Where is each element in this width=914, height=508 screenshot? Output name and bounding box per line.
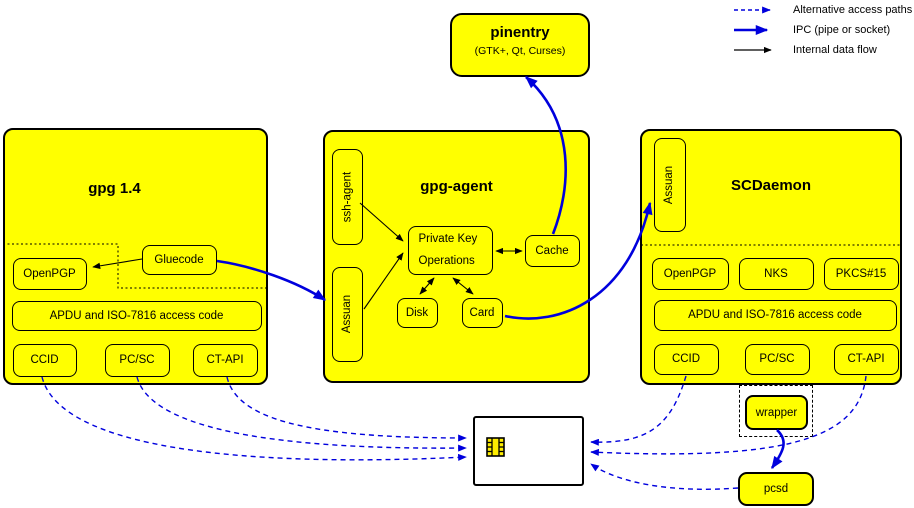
scdaemon-box: SCDaemon Assuan OpenPGP NKS PKCS#15 APDU… (640, 129, 902, 385)
gpg-agent-assuan-label: Assuan (341, 294, 354, 334)
scdaemon-ccid-label: CCID (671, 353, 701, 365)
ssh-agent-label: ssh-agent (341, 171, 354, 222)
pcsd-label: pcsd (763, 483, 789, 495)
gpg14-pcsc-box: PC/SC (104, 343, 170, 377)
alt-gpg14-pcsc-to-card (136, 376, 467, 452)
card-box: Card (461, 297, 503, 328)
scdaemon-pkcs15-box: PKCS#15 (823, 257, 899, 290)
pinentry-subtitle: (GTK+, Qt, Curses) (474, 45, 566, 57)
cache-label: Cache (535, 244, 569, 257)
pinentry-title: pinentry (490, 24, 550, 41)
scdaemon-assuan-box: Assuan (653, 137, 686, 232)
scdaemon-pcsc-label: PC/SC (759, 353, 795, 365)
pko-line2: Operations (418, 255, 475, 267)
gpg14-title: gpg 1.4 (88, 180, 141, 197)
disk-label: Disk (405, 306, 429, 319)
gpg-agent-ssh-agent-box: ssh-agent (331, 148, 363, 245)
scdaemon-apdu-box: APDU and ISO-7816 access code (653, 299, 897, 331)
alt-scdaemon-ccid-to-card (590, 375, 687, 446)
gpg14-gluecode-box: Gluecode (141, 244, 217, 275)
private-key-operations-box: Private Key Operations (407, 225, 493, 275)
gpg14-ctapi-label: CT-API (206, 354, 244, 366)
wrapper-box: wrapper (745, 395, 808, 430)
card-label: Card (469, 306, 495, 319)
scdaemon-ccid-box: CCID (653, 343, 719, 375)
gpg-agent-title: gpg-agent (420, 178, 493, 195)
smartcard-chip-icon (486, 437, 505, 457)
gpg14-openpgp-box: OpenPGP (12, 257, 87, 290)
scdaemon-title: SCDaemon (730, 177, 812, 194)
legend: Alternative access paths IPC (pipe or so… (733, 0, 912, 60)
legend-row-internal: Internal data flow (733, 40, 912, 60)
cache-box: Cache (524, 234, 580, 267)
scdaemon-nks-label: NKS (764, 267, 788, 280)
scdaemon-nks-box: NKS (738, 257, 814, 290)
scdaemon-pkcs15-label: PKCS#15 (835, 267, 887, 280)
wrapper-label: wrapper (755, 406, 798, 419)
gpg14-box: gpg 1.4 OpenPGP Gluecode APDU and ISO-78… (3, 128, 268, 385)
legend-label: Alternative access paths (793, 4, 913, 16)
scdaemon-ctapi-box: CT-API (833, 343, 899, 375)
ipc-arrow-icon (734, 25, 769, 35)
gpg14-apdu-box: APDU and ISO-7816 access code (11, 300, 262, 331)
alt-gpg14-ctapi-to-card (226, 376, 467, 442)
internal-arrow-icon (734, 46, 772, 54)
scdaemon-apdu-label: APDU and ISO-7816 access code (688, 309, 862, 321)
gpg-agent-box: gpg-agent ssh-agent Assuan Private Key O… (323, 130, 590, 383)
gpg14-pcsc-label: PC/SC (119, 354, 155, 366)
gpg14-gluecode-label: Gluecode (154, 253, 204, 266)
legend-row-ipc: IPC (pipe or socket) (733, 20, 912, 40)
pcsd-box: pcsd (738, 472, 814, 506)
legend-row-alternative: Alternative access paths (733, 0, 912, 20)
legend-label: IPC (pipe or socket) (793, 24, 891, 36)
alt-scdaemon-ctapi-to-card (590, 375, 867, 456)
scdaemon-assuan-label: Assuan (663, 165, 676, 204)
scdaemon-openpgp-box: OpenPGP (651, 257, 729, 290)
gpg14-openpgp-label: OpenPGP (23, 267, 76, 280)
scdaemon-ctapi-label: CT-API (847, 353, 885, 365)
gpg-agent-assuan-box: Assuan (331, 266, 363, 362)
gpg14-ctapi-box: CT-API (192, 343, 258, 377)
gpg14-apdu-label: APDU and ISO-7816 access code (49, 309, 224, 322)
smartcard (473, 416, 584, 486)
dashed-arrow-icon (734, 6, 771, 14)
disk-box: Disk (396, 297, 438, 328)
alt-gpg14-ccid-to-card (41, 376, 467, 461)
gpg14-ccid-label: CCID (30, 354, 59, 366)
scdaemon-pcsc-box: PC/SC (744, 343, 810, 375)
alt-pcsd-to-card (590, 463, 739, 490)
scdaemon-openpgp-label: OpenPGP (663, 267, 717, 280)
pko-line1: Private Key (418, 233, 478, 245)
pinentry-box: pinentry (GTK+, Qt, Curses) (450, 13, 590, 77)
legend-label: Internal data flow (793, 44, 877, 56)
gpg14-ccid-box: CCID (12, 343, 77, 377)
